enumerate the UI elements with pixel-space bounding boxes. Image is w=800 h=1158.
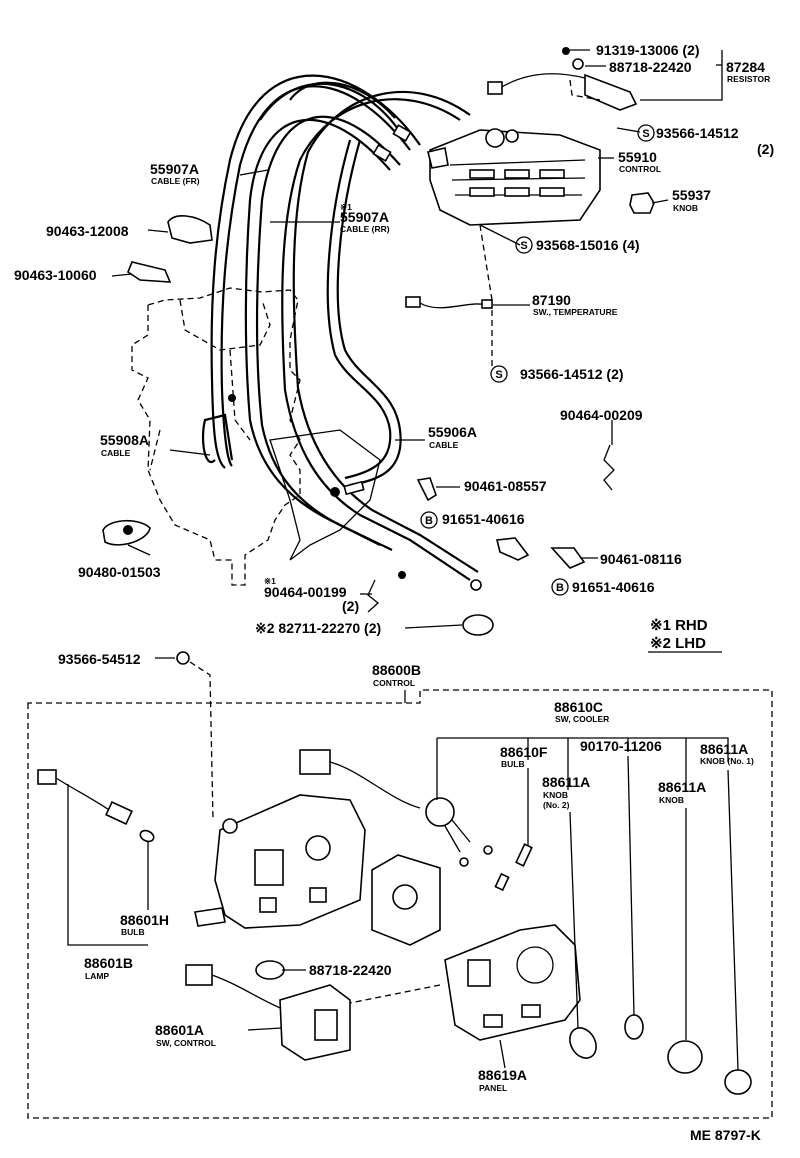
callout-55906a-sub: CABLE — [429, 440, 459, 450]
marker-screw-3: S — [490, 365, 508, 383]
callout-93566-14512-qty: (2) — [757, 141, 774, 157]
callout-87284-sub: RESISTOR — [727, 74, 770, 84]
callout-91319-13006: 91319-13006 (2) — [596, 42, 700, 58]
callout-93568-15016: 93568-15016 (4) — [536, 237, 640, 253]
callout-88601h-sub: BULB — [121, 927, 145, 937]
resistor-87284 — [487, 47, 638, 111]
callout-87284: 87284 — [726, 59, 765, 75]
callout-55907a-rr: 55907A — [340, 209, 389, 225]
callout-87190-sub: SW., TEMPERATURE — [533, 307, 618, 317]
marker-bolt-1: B — [420, 511, 438, 529]
svg-text:B: B — [425, 515, 433, 527]
callout-90461-08557: 90461-08557 — [464, 478, 547, 494]
callout-90170-11206: 90170-11206 — [580, 738, 662, 754]
callout-88600b-sub: CONTROL — [373, 678, 415, 688]
callout-88611a-knob2-sub2: (No. 2) — [543, 800, 570, 810]
callout-88611a-knob2: 88611A — [542, 774, 590, 790]
callout-88619a: 88619A — [478, 1067, 527, 1083]
callout-93566-14512-b: 93566-14512 (2) — [520, 366, 624, 382]
callout-88601h: 88601H — [120, 912, 169, 928]
callout-87190: 87190 — [532, 292, 571, 308]
knob-55937 — [629, 192, 655, 214]
callout-90463-10060: 90463-10060 — [14, 267, 97, 283]
callout-88610f-sub: BULB — [501, 759, 525, 769]
legend-rhd: ※1 RHD — [650, 617, 708, 634]
callout-88619a-sub: PANEL — [479, 1083, 507, 1093]
callout-88601a: 88601A — [155, 1022, 204, 1038]
callout-93566-14512: 93566-14512 — [656, 125, 739, 141]
callout-88610c: 88610C — [554, 699, 603, 715]
callout-88610f: 88610F — [500, 744, 548, 760]
callout-90464-00199-qty: (2) — [342, 598, 359, 614]
callout-90461-08116: 90461-08116 — [600, 551, 682, 567]
svg-text:S: S — [495, 369, 502, 381]
callout-90464-00199-mark: ※1 — [264, 576, 276, 586]
upper-leader-lines — [111, 49, 723, 659]
callout-93566-54512: 93566-54512 — [58, 651, 141, 667]
callout-90464-00199: 90464-00199 — [264, 584, 347, 600]
upper-assembly-drawing — [102, 47, 655, 821]
legend-lhd: ※2 LHD — [650, 635, 706, 652]
diagram-reference-code: ME 8797-K — [690, 1127, 761, 1143]
callout-88611a-knob1-sub: KNOB (No. 1) — [700, 756, 754, 766]
callout-88601b: 88601B — [84, 955, 133, 971]
callout-55907a-rr-sub: CABLE (RR) — [340, 224, 390, 234]
callout-55908a: 55908A — [100, 432, 149, 448]
control-unit-55910 — [427, 128, 601, 226]
callout-55906a: 55906A — [428, 424, 477, 440]
temperature-switch-87190 — [405, 224, 493, 370]
lower-leader-lines — [67, 737, 739, 1071]
callout-88611a-knob: 88611A — [658, 779, 706, 795]
callout-88610c-sub: SW, COOLER — [555, 714, 609, 724]
marker-screw-1: S — [637, 124, 655, 142]
callout-88601a-sub: SW, CONTROL — [156, 1038, 216, 1048]
callout-90463-12008: 90463-12008 — [46, 223, 129, 239]
callout-88718-22420: 88718-22420 — [609, 59, 692, 75]
callout-55907a-fr: 55907A — [150, 161, 199, 177]
callout-55908a-sub: CABLE — [101, 448, 131, 458]
callout-90480-01503: 90480-01503 — [78, 564, 161, 580]
callout-55910: 55910 — [618, 149, 657, 165]
svg-text:B: B — [556, 582, 564, 594]
lower-assembly-drawing — [27, 689, 773, 1119]
clip-90463-12008 — [167, 215, 213, 244]
svg-text:S: S — [642, 128, 649, 140]
callout-55937-sub: KNOB — [673, 203, 698, 213]
callout-91651-40616-a: 91651-40616 — [442, 511, 525, 527]
callout-88611a-knob1: 88611A — [700, 741, 748, 757]
callout-88601b-sub: LAMP — [85, 971, 109, 981]
callout-55907a-fr-sub: CABLE (FR) — [151, 176, 200, 186]
callout-55910-sub: CONTROL — [619, 164, 661, 174]
callout-88718-22420-b: 88718-22420 — [309, 962, 392, 978]
marker-bolt-2: B — [551, 578, 569, 596]
callout-55937: 55937 — [672, 187, 711, 203]
callout-90464-00209: 90464-00209 — [560, 407, 643, 423]
callout-88600b: 88600B — [372, 662, 421, 678]
marker-screw-2: S — [515, 236, 533, 254]
svg-text:S: S — [520, 240, 527, 252]
callout-88611a-knob-sub: KNOB — [659, 795, 684, 805]
clip-90463-10060 — [127, 261, 172, 283]
callout-91651-40616-b: 91651-40616 — [572, 579, 655, 595]
callout-82711-22270: ※2 82711-22270 (2) — [255, 620, 381, 636]
callout-55907a-rr-mark: ※1 — [340, 202, 352, 212]
callout-88611a-knob2-sub1: KNOB — [543, 790, 568, 800]
